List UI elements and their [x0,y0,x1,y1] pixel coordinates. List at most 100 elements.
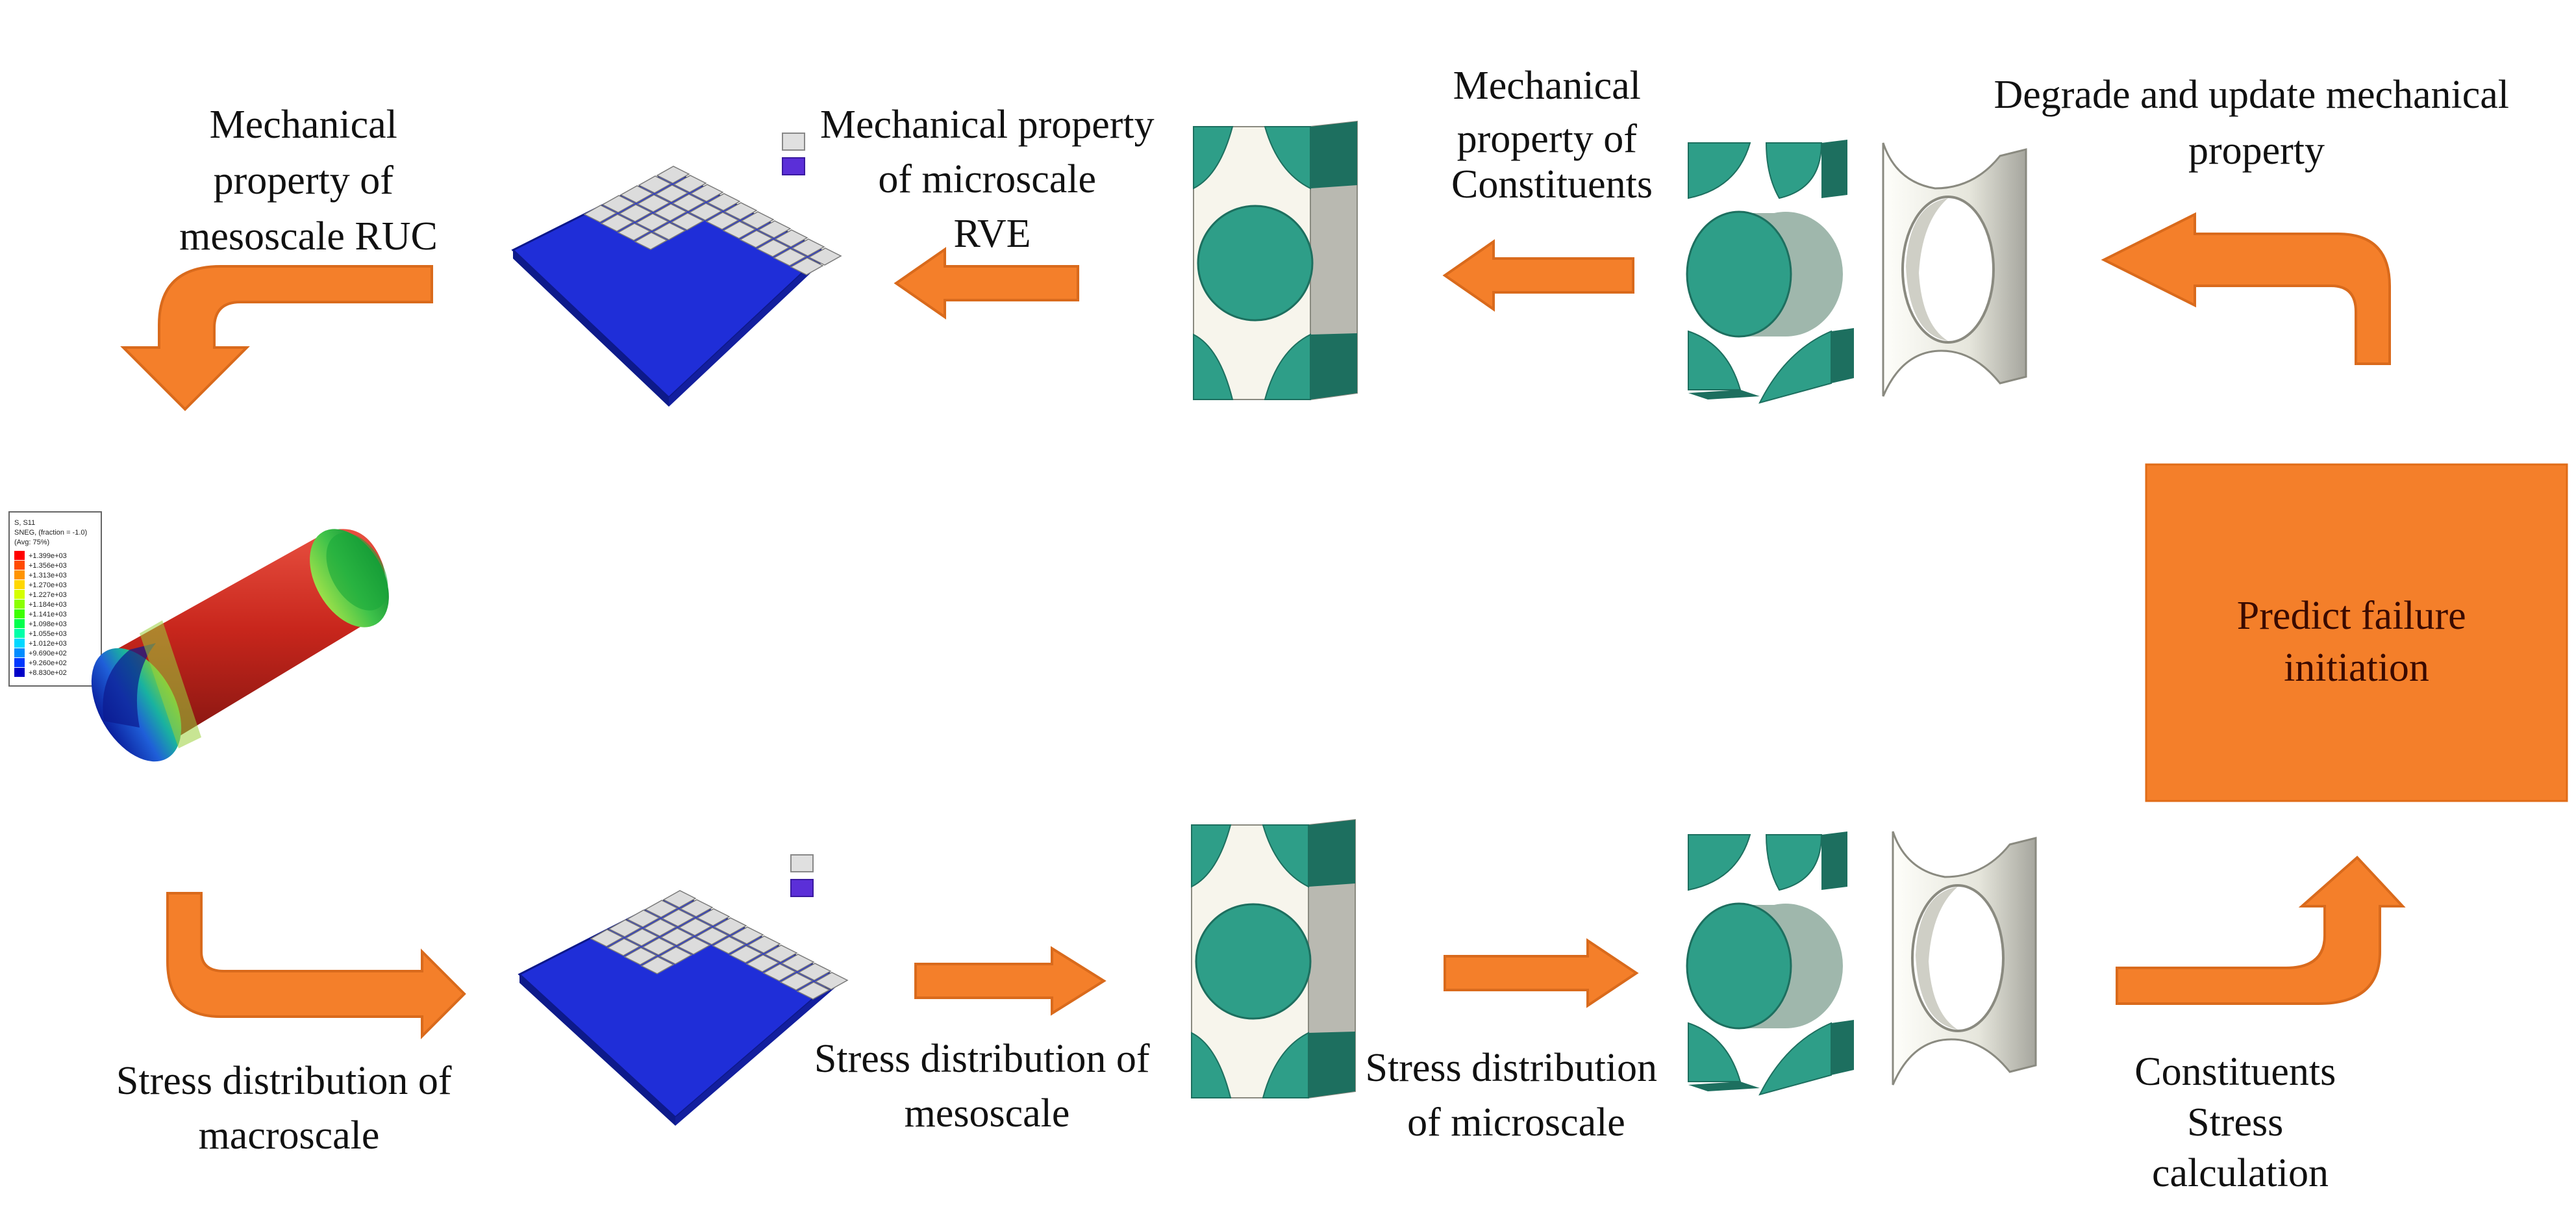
ruc-cell [745,954,780,972]
predict-line1: Predict failure [2237,594,2466,638]
legend-color-band [14,668,25,677]
ruc-cell [590,929,624,947]
label-meso-ruc-line1: Mechanical [210,103,397,147]
label-constituents-line2: property of [1457,117,1638,161]
ruc-cell [690,184,724,202]
legend-color-band [14,619,25,628]
label-degrade-line1: Degrade and update mechanical [1994,73,2509,117]
predict-failure-label: Predict failure initiation [2237,594,2476,690]
ruc-cell [762,963,797,982]
constituents-matrix-bottom [1892,831,2037,1085]
constituents-matrix-top [1882,142,2027,397]
ruc-cell [707,193,741,211]
label-stress-macroscale: Stress distribution of macroscale [116,1059,462,1158]
ruc-cell [658,946,693,965]
legend-color-band [14,590,25,599]
ruc-cell-grid-bottom [590,890,849,1000]
ruc-cell [671,194,706,212]
label-meso-ruc: Mechanical property of mesoscale RUC [179,103,438,259]
ruc-cell [688,203,723,221]
arrow-curve-down-right [166,892,466,1039]
legend-value: +1.098e+03 [29,620,67,628]
ruc-cell [679,899,714,917]
legend-color-band [14,570,25,579]
ruc-cell [634,232,668,250]
ruc-cell [600,214,634,232]
label-stress-meso-line1: Stress distribution of [814,1037,1150,1081]
constituents-fiber-bottom [1686,831,1854,1096]
constituents-fiber-top [1686,140,1854,404]
ruc-cell [764,945,798,963]
ruc-cell [729,945,763,963]
ruc-cell [636,194,671,212]
ruc-cell [808,247,842,266]
ruc-cell [791,238,825,257]
legend-value: +1.141e+03 [29,611,67,618]
ruc-cell [790,257,824,275]
legend-swatch-white-bottom [790,854,814,872]
legend-value: +9.260e+02 [29,659,67,667]
legend-swatch-purple [782,157,805,175]
legend-color-band [14,648,25,657]
arrow-curve-right-up [2116,856,2406,1005]
ruc-cell [814,972,849,990]
ruc-cell [739,230,773,248]
contour-legend: S, S11 SNEG, (fraction = -1.0) (Avg: 75%… [8,511,102,687]
legend-color-band [14,639,25,648]
label-calc-line3: calculation [2152,1151,2329,1195]
ruc-cell [626,909,660,928]
ruc-cell [670,212,705,231]
ruc-cell [723,202,758,220]
ruc-cell [773,248,807,266]
ruc-cell [635,213,669,231]
label-micro-rve-line1: Mechanical property [820,103,1155,147]
ruc-cell [642,937,676,956]
predict-line2: initiation [2284,646,2429,690]
ruc-cell [705,212,740,230]
legend-value: +1.227e+03 [29,591,67,599]
legend-color-band [14,658,25,667]
legend-value: +8.830e+02 [29,669,67,677]
pressure-vessel-macroscale [91,529,389,762]
ruc-cell [781,954,815,972]
label-degrade: Degrade and update mechanical property [1994,73,2519,173]
legend-title-line1: S, S11 [14,519,35,527]
ruc-cell [757,220,792,238]
ruc-cell [673,175,707,193]
ruc-cell [796,982,831,1000]
ruc-cell [652,222,686,240]
microscale-rve-bottom [1191,818,1356,1099]
label-stress-macro-line1: Stress distribution of [116,1059,452,1103]
legend-color-band [14,580,25,589]
ruc-cell [618,204,653,222]
mesoscale-ruc-plate-top [511,133,842,407]
legend-color-band [14,629,25,638]
ruc-cell [623,947,658,965]
ruc-cell [779,972,814,991]
label-stress-macro-line2: macroscale [199,1113,380,1158]
ruc-cell [660,928,694,946]
legend-color-band [14,561,25,570]
legend-color-band [14,600,25,609]
legend-color-scale: +1.399e+03+1.356e+03+1.313e+03+1.270e+03… [14,551,67,677]
label-calc-line2: Stress [2187,1100,2283,1145]
ruc-cell [661,909,695,927]
legend-swatch-white [782,133,805,151]
ruc-cell-grid-top [583,166,842,275]
arrow-curve-up-left-right [2101,212,2391,365]
ruc-cell [606,938,641,956]
arrow-left-rve-to-ruc [894,247,1079,320]
arrow-curve-down-left [120,265,433,411]
ruc-cell [619,185,654,203]
label-micro-rve-line3: RVE [953,212,1031,256]
legend-title-line2: SNEG, (fraction = -1.0) [14,529,87,537]
legend-title-line3: (Avg: 75%) [14,539,49,546]
ruc-cell [608,919,642,937]
legend-value: +1.012e+03 [29,640,67,648]
ruc-cell [722,221,757,239]
ruc-cell [655,184,689,203]
label-constituents-line3: Constituents [1451,162,1653,207]
ruc-cell [583,205,618,223]
label-stress-micro-line2: of microscale [1407,1100,1625,1145]
ruc-cell [712,936,746,954]
